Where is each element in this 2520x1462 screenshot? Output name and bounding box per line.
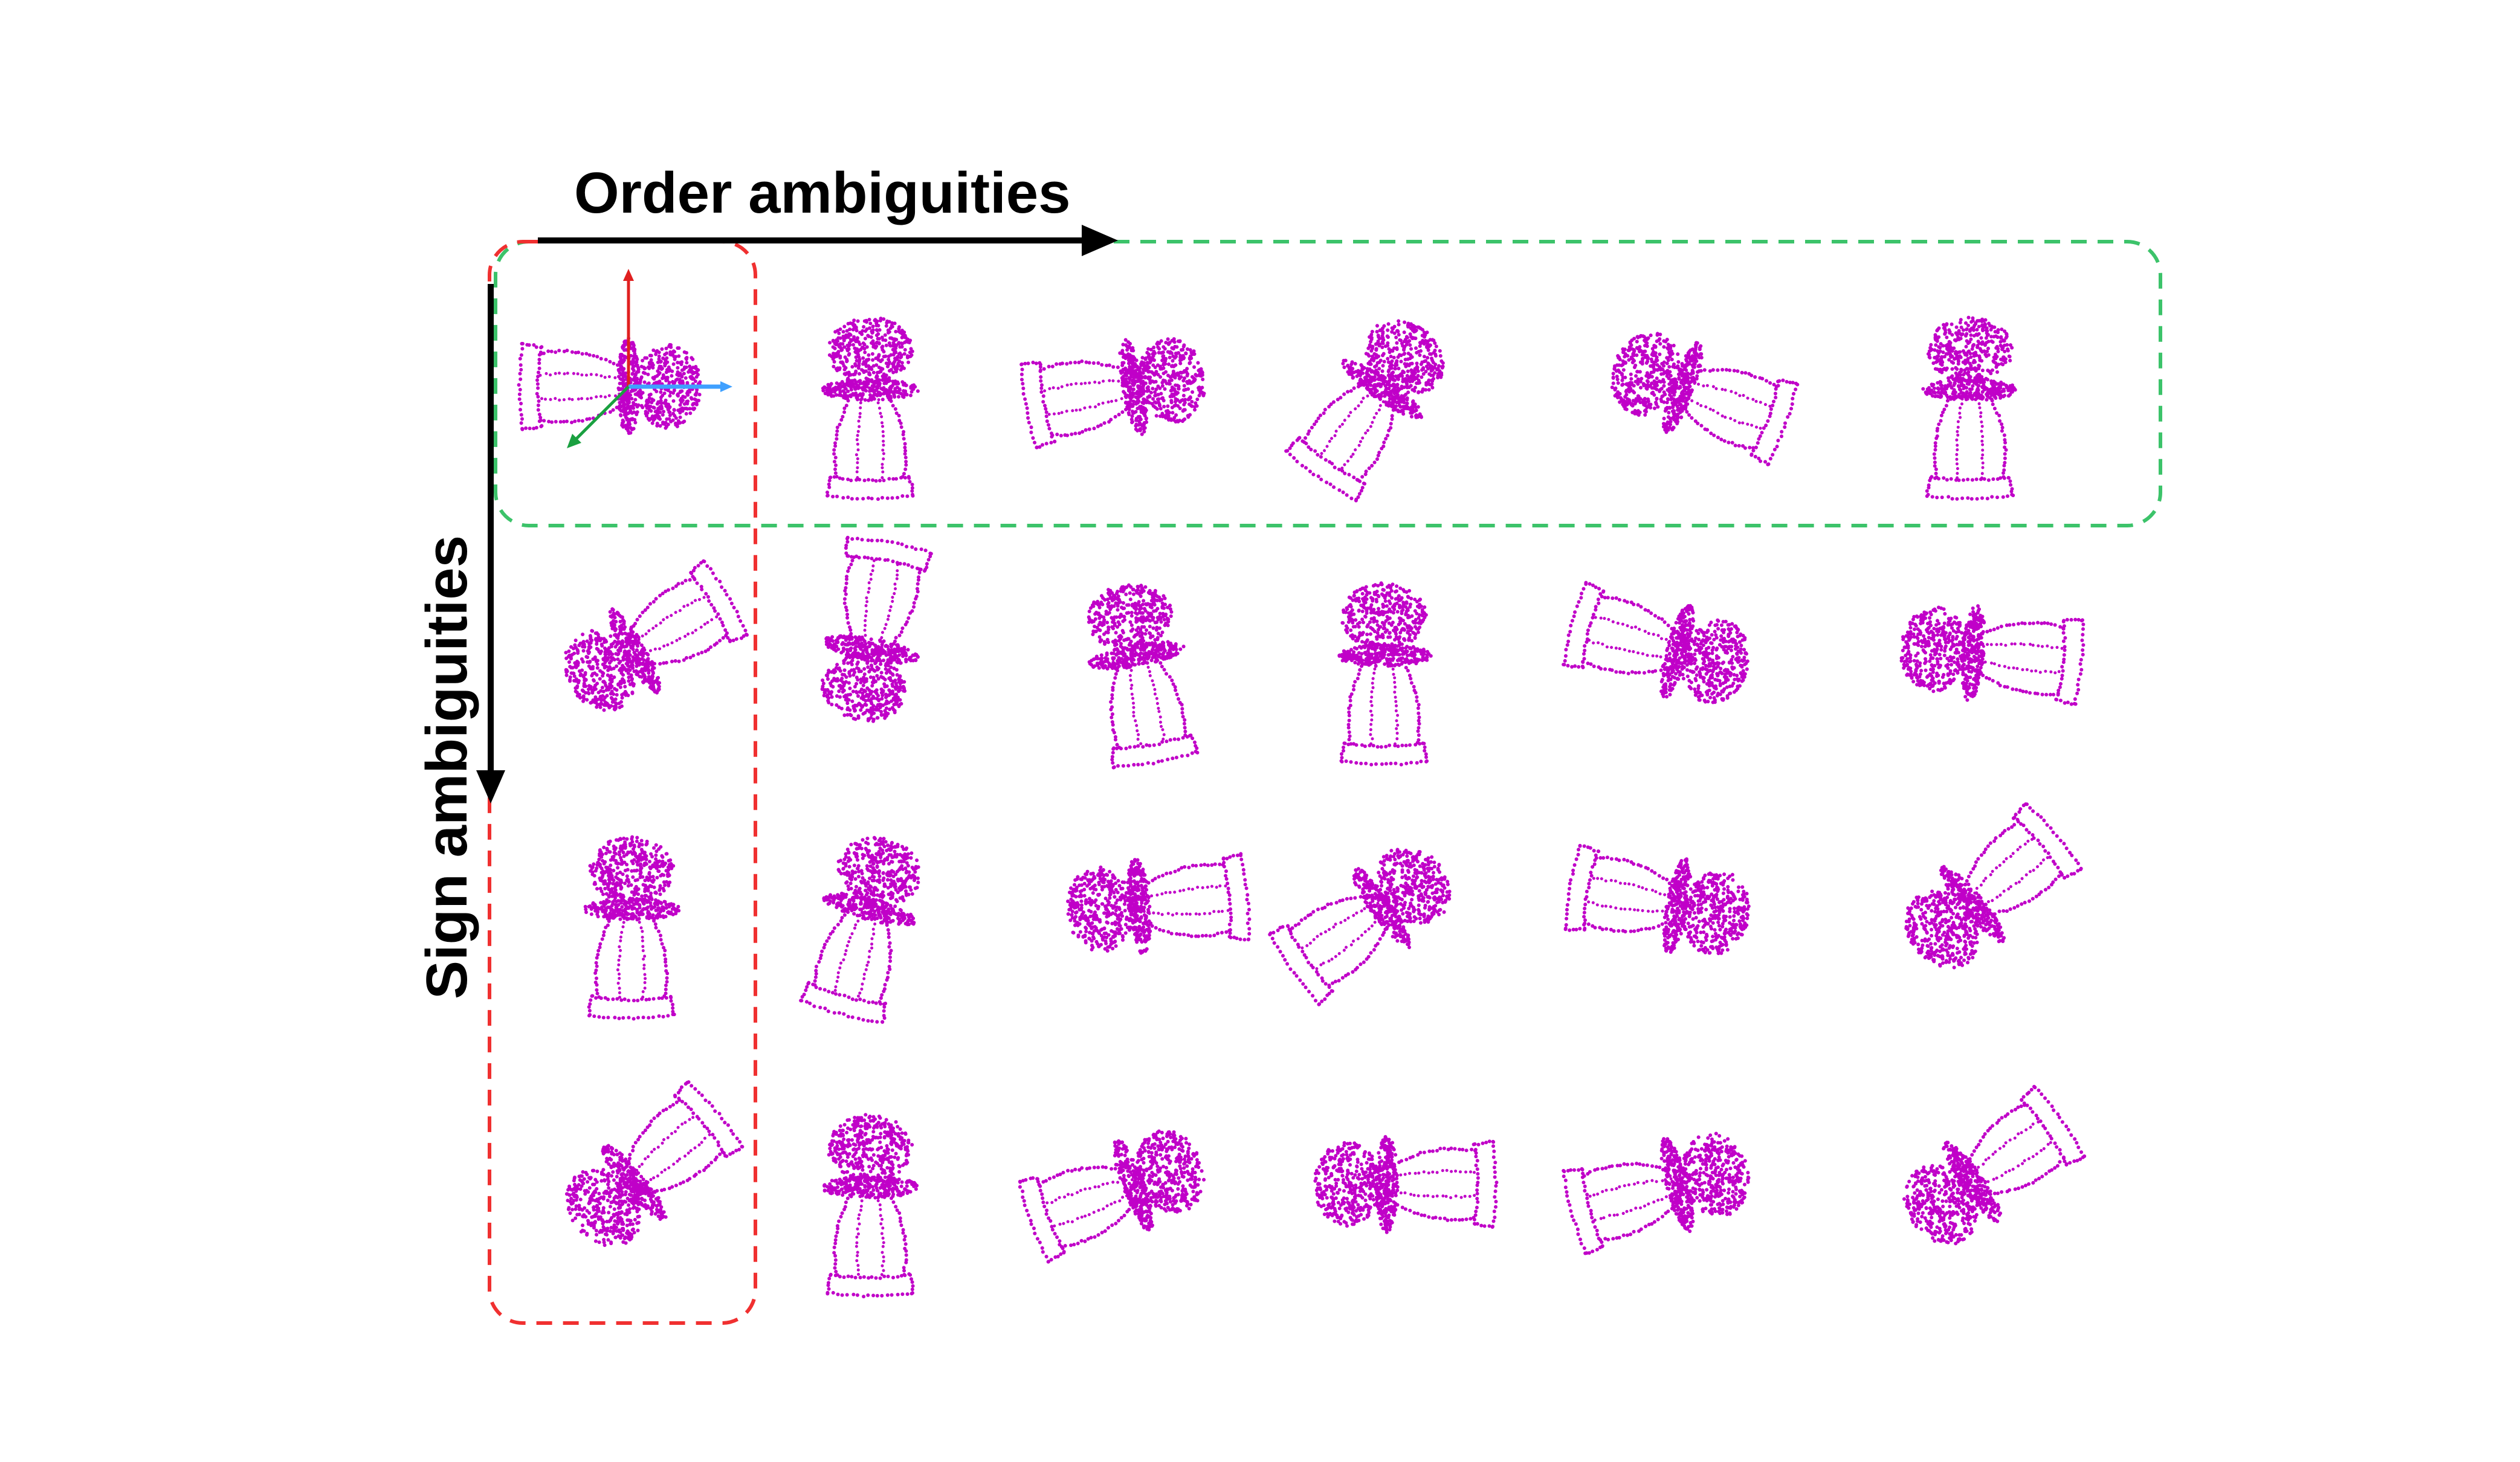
- point-cloud-r1-c6: [1921, 315, 2017, 501]
- point-cloud-r4-c1: [565, 1080, 745, 1248]
- point-cloud-r2-c5: [1562, 581, 1749, 704]
- point-cloud-r4-c5: [1562, 1132, 1751, 1255]
- point-cloud-r4-c4: [1313, 1135, 1499, 1234]
- point-cloud-r4-c3: [1018, 1129, 1206, 1264]
- sign-arrow-head: [476, 770, 505, 803]
- coordinate-axes: [567, 269, 732, 448]
- order-arrow-head: [1082, 225, 1118, 256]
- axis-green: [573, 385, 630, 442]
- point-cloud-r3-c1: [583, 835, 681, 1021]
- point-cloud-r3-c6: [1904, 802, 2083, 970]
- point-cloud-r4-c6: [1902, 1084, 2087, 1246]
- point-cloud-r3-c2: [799, 836, 920, 1024]
- point-cloud-r4-c2: [822, 1113, 919, 1299]
- point-cloud-r1-c2: [821, 317, 920, 501]
- point-cloud-grid: [517, 269, 2087, 1299]
- axis-arrows: [476, 225, 1118, 803]
- point-cloud-r3-c4: [1268, 848, 1452, 1006]
- order-ambiguities-box: [494, 240, 2162, 527]
- point-cloud-r1-c4: [1284, 319, 1445, 503]
- point-cloud-r3-c3: [1066, 852, 1252, 955]
- point-cloud-r3-c5: [1563, 843, 1751, 956]
- point-cloud-r2-c1: [564, 559, 749, 712]
- order-ambiguities-label: Order ambiguities: [574, 161, 1071, 225]
- point-cloud-r1-c5: [1610, 332, 1800, 466]
- point-cloud-r2-c4: [1337, 581, 1433, 767]
- point-cloud-r2-c3: [1087, 583, 1200, 770]
- point-cloud-r1-c3: [1019, 337, 1206, 449]
- point-cloud-r2-c2: [820, 535, 933, 723]
- point-cloud-r2-c6: [1899, 604, 2085, 706]
- sign-ambiguities-label: Sign ambiguities: [415, 535, 479, 1000]
